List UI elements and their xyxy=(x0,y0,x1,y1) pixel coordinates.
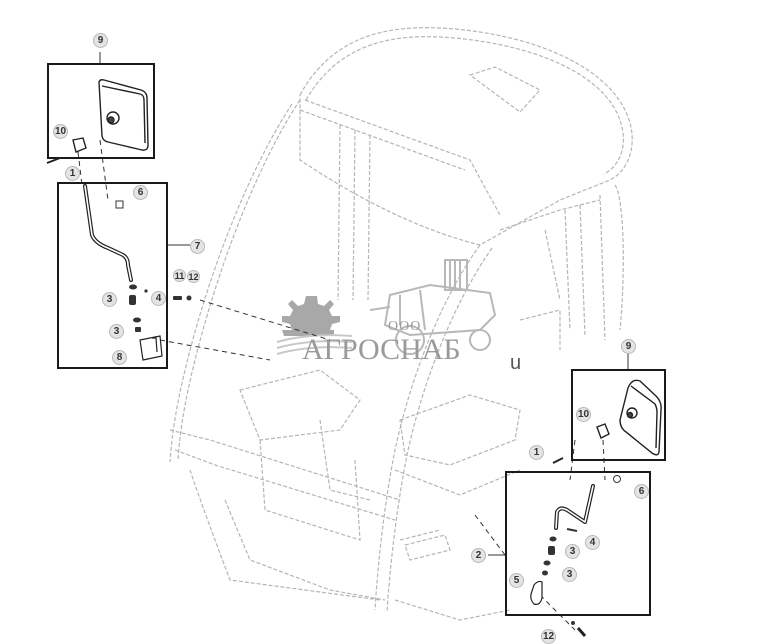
callout-1-right[interactable]: 1 xyxy=(529,445,544,460)
combine-harvester-icon xyxy=(370,259,497,355)
callout-11-left[interactable]: 11 xyxy=(173,269,186,282)
watermark-suffix: u xyxy=(510,352,522,374)
callout-6-left[interactable]: 6 xyxy=(133,185,148,200)
callout-10-right[interactable]: 10 xyxy=(576,407,591,422)
callout-3a-right[interactable]: 3 xyxy=(565,544,580,559)
callout-8-left[interactable]: 8 xyxy=(112,350,127,365)
right-bracket-box xyxy=(505,471,651,616)
callout-5-right[interactable]: 5 xyxy=(509,573,524,588)
watermark-prefix: ООО xyxy=(388,319,422,334)
callout-4-right[interactable]: 4 xyxy=(585,535,600,550)
callout-1-left[interactable]: 1 xyxy=(65,166,80,181)
callout-10-left[interactable]: 10 xyxy=(53,124,68,139)
right-mirror-box xyxy=(571,369,666,461)
watermark-logo: ООО АГРОСНАБ xyxy=(270,255,520,385)
callout-4-left[interactable]: 4 xyxy=(151,291,166,306)
callout-12-right[interactable]: 12 xyxy=(541,629,556,644)
callout-2-right[interactable]: 2 xyxy=(471,548,486,563)
watermark-brand: АГРОСНАБ xyxy=(302,333,461,366)
left-mirror-box xyxy=(47,63,155,159)
left-bracket-box xyxy=(57,182,168,369)
callout-6-right[interactable]: 6 xyxy=(634,484,649,499)
callout-3a-left[interactable]: 3 xyxy=(102,292,117,307)
callout-7-left[interactable]: 7 xyxy=(190,239,205,254)
callout-9-left[interactable]: 9 xyxy=(93,33,108,48)
callout-9-right[interactable]: 9 xyxy=(621,339,636,354)
callout-3b-left[interactable]: 3 xyxy=(109,324,124,339)
callout-3b-right[interactable]: 3 xyxy=(562,567,577,582)
callout-12-left[interactable]: 12 xyxy=(187,270,200,283)
